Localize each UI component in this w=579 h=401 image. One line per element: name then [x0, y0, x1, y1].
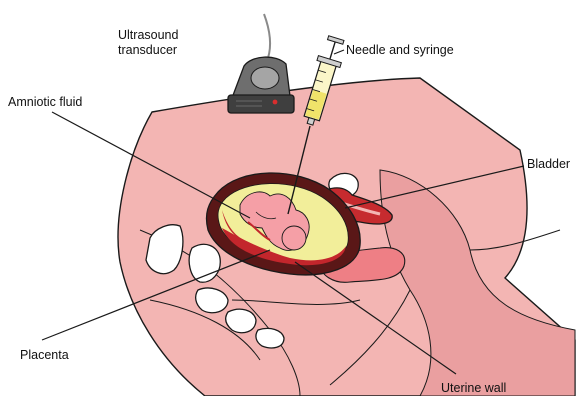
- label-bladder: Bladder: [527, 157, 570, 172]
- label-amniotic-fluid: Amniotic fluid: [8, 95, 82, 110]
- label-needle-and-syringe: Needle and syringe: [346, 43, 454, 58]
- label-placenta: Placenta: [20, 348, 69, 363]
- label-uterine-wall: Uterine wall: [441, 381, 506, 396]
- leader-needle: [334, 50, 344, 54]
- label-ultrasound-transducer: Ultrasound transducer: [118, 28, 178, 58]
- ultrasound-transducer: [228, 14, 294, 113]
